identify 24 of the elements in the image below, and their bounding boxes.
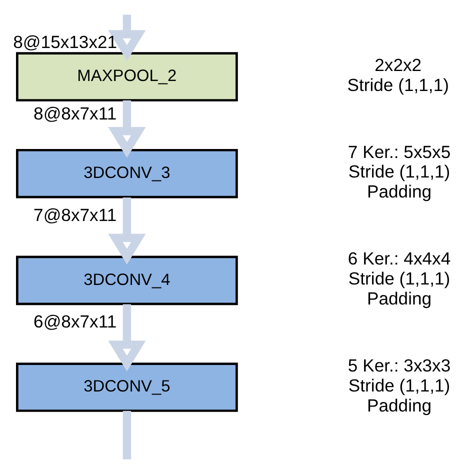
node-box: 3DCONV_5: [16, 362, 238, 412]
edge-label: 6@8x7x11: [34, 312, 117, 332]
node-box: MAXPOOL_2: [16, 52, 238, 102]
node-label: Padding: [367, 182, 432, 202]
node-label: 2x2x2: [374, 54, 422, 75]
edge-label: 8@8x7x11: [34, 103, 117, 124]
node-label: Stride (1,1,1): [347, 74, 449, 95]
node-label: Padding: [367, 395, 432, 416]
edge-label: 7@8x7x11: [34, 204, 117, 225]
node-label: Stride (1,1,1): [348, 162, 450, 182]
arrow: [108, 197, 146, 264]
node-box: 3DCONV_4: [16, 256, 238, 306]
connector: [122, 410, 132, 460]
arrow: [108, 14, 146, 61]
node-label: 5 Ker.: 3x3x3: [348, 355, 451, 376]
node-label: 6 Ker.: 4x4x4: [348, 248, 451, 269]
edge-label: 8@15x13x21: [13, 32, 118, 52]
node-label: Stride (1,1,1): [348, 375, 450, 396]
node-label: 7 Ker.: 5x5x5: [348, 142, 451, 162]
arrow: [108, 100, 146, 158]
arrow: [108, 304, 146, 372]
node-box: 3DCONV_3: [16, 148, 238, 198]
node-label: Stride (1,1,1): [348, 268, 450, 289]
node-label: Padding: [367, 288, 432, 308]
